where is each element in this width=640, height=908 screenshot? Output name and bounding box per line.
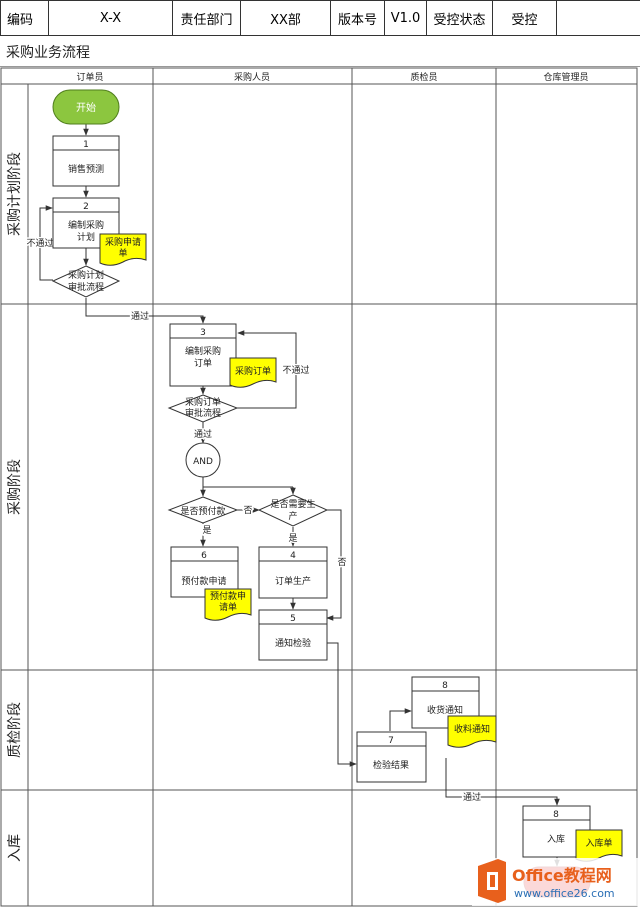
document-purchase-order: 采购订单	[229, 357, 277, 388]
edge-inspection-to-receiving	[389, 708, 412, 731]
decision-label-line1: 采购订单	[185, 396, 221, 408]
label-prepay-no: 否	[243, 505, 252, 516]
process-sales-forecast: 1 销售预测	[52, 135, 120, 187]
label-production-yes: 是	[288, 533, 297, 544]
and-gate-label: AND	[193, 457, 213, 467]
column-header-warehouse-keeper: 仓库管理员	[543, 71, 588, 83]
document-label-line2: 单	[118, 247, 127, 259]
process-number: 3	[200, 328, 206, 338]
process-number: 8	[442, 681, 448, 691]
process-label-line2: 计划	[77, 231, 95, 243]
page-title: 采购业务流程	[6, 45, 90, 61]
decision-label: 是否预付款	[180, 505, 225, 517]
title-divider	[0, 66, 640, 67]
decision-label-line2: 审批流程	[68, 281, 104, 293]
watermark: Office教程网 www.office26.com	[472, 858, 638, 906]
document-label-line2: 请单	[219, 601, 237, 613]
process-number: 4	[290, 551, 296, 561]
phase-label-warehousing: 入库	[7, 834, 23, 862]
process-label: 订单生产	[275, 575, 311, 587]
swimlane-grid	[0, 67, 638, 907]
document-label-line1: 采购申请	[105, 236, 141, 248]
label-plan-pass: 通过	[131, 310, 149, 322]
decision-label-line1: 采购计划	[68, 269, 104, 281]
decision-plan-review: 采购计划 审批流程	[51, 265, 121, 298]
process-number: 8	[553, 810, 559, 820]
column-header-order-clerk: 订单员	[76, 71, 103, 83]
process-inspection-result: 7 检验结果	[356, 731, 427, 783]
watermark-url: www.office26.com	[514, 887, 615, 900]
label-receiving-pass: 通过	[463, 791, 481, 803]
process-draft-order: 3 编制采购 订单	[169, 323, 237, 387]
office-logo-icon	[478, 859, 506, 903]
edge-plan-review-reject	[39, 205, 53, 281]
dept-value: XX部	[240, 0, 331, 36]
label-order-reject: 不通过	[282, 364, 309, 376]
document-label: 收料通知	[454, 723, 490, 735]
decision-order-review: 采购订单 审批流程	[167, 394, 239, 423]
document-label-line1: 预付款申	[210, 590, 246, 602]
process-number: 6	[201, 551, 207, 561]
code-value: X-X	[48, 0, 173, 36]
process-label-line1: 编制采购	[185, 345, 221, 357]
decision-prepay: 是否预付款	[167, 496, 239, 524]
connectors	[39, 124, 560, 867]
decision-label-line2: 审批流程	[185, 407, 221, 419]
document-receiving-notice: 收料通知	[447, 715, 497, 748]
start-node: 开始	[52, 89, 120, 125]
watermark-brand: Office教程网	[512, 866, 612, 885]
edge-receiving-pass	[445, 758, 560, 806]
column-header-purchaser: 采购人员	[234, 71, 270, 83]
header-empty-cell	[556, 0, 640, 36]
process-label-line1: 编制采购	[68, 219, 104, 231]
process-number: 2	[83, 202, 89, 212]
process-number: 5	[290, 614, 296, 624]
edge-plan-review-pass	[85, 298, 206, 324]
process-label: 收货通知	[427, 704, 463, 716]
process-number: 1	[83, 140, 89, 150]
document-label: 入库单	[585, 837, 612, 849]
decision-label-line2: 产	[288, 510, 297, 522]
header-table: 编码 X-X 责任部门 XX部 版本号 V1.0 受控状态 受控	[0, 0, 640, 36]
document-prepay-form: 预付款申 请单	[204, 588, 252, 621]
document-purchase-request: 采购申请 单	[99, 233, 147, 266]
edge-order-review-reject	[237, 330, 297, 409]
process-notify-inspection: 5 通知检验	[258, 609, 328, 661]
document-warehouse-receipt: 入库单	[575, 829, 623, 862]
decision-label-line1: 是否需要生	[270, 498, 315, 510]
label-prepay-yes: 是	[202, 525, 211, 536]
edge-production-no	[326, 509, 342, 621]
code-label: 编码	[0, 0, 49, 36]
edge-notify-to-inspection	[327, 642, 357, 767]
column-header-inspector: 质检员	[410, 71, 437, 83]
decision-production: 是否需要生 产	[257, 494, 329, 527]
phase-label-planning: 采购计划阶段	[7, 152, 23, 236]
label-order-pass: 通过	[194, 428, 212, 440]
process-label: 通知检验	[275, 637, 311, 649]
process-label: 入库	[547, 833, 565, 845]
process-label: 检验结果	[373, 759, 409, 771]
label-production-no: 否	[337, 557, 346, 568]
phase-label-purchasing: 采购阶段	[7, 459, 23, 515]
control-value: 受控	[492, 0, 557, 36]
phase-label-inspection: 质检阶段	[7, 702, 23, 758]
and-gate: AND	[185, 442, 221, 478]
start-label: 开始	[76, 101, 96, 114]
process-order-production: 4 订单生产	[258, 546, 328, 599]
control-label: 受控状态	[426, 0, 493, 36]
document-label: 采购订单	[235, 365, 271, 377]
process-label-line2: 订单	[194, 357, 212, 369]
process-number: 7	[388, 736, 394, 746]
label-plan-reject: 不通过	[26, 237, 53, 249]
process-label: 预付款申请	[181, 575, 226, 587]
process-label: 销售预测	[68, 163, 104, 175]
